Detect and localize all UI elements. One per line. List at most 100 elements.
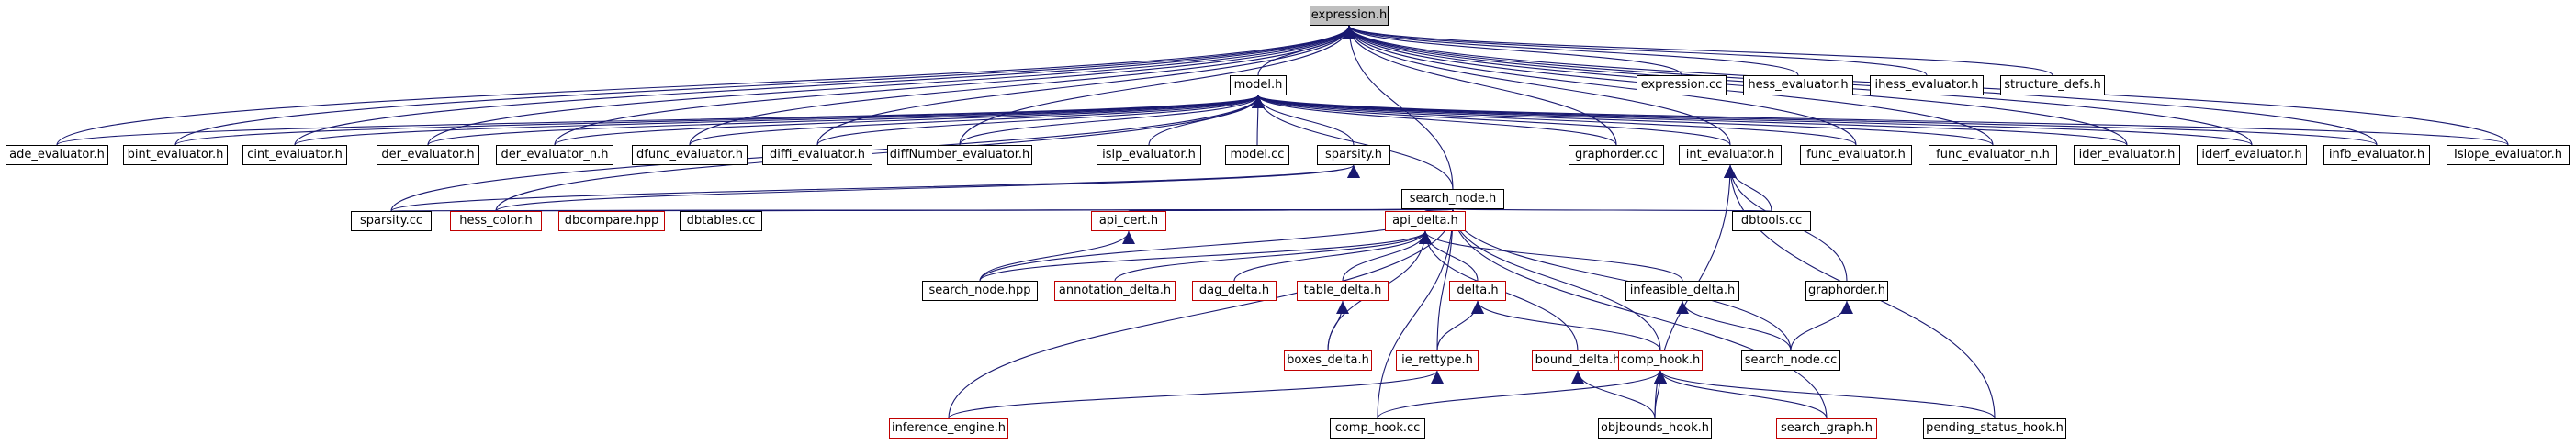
node-func-evaluator-n-h[interactable]: func_evaluator_n.h <box>1929 145 2057 165</box>
edge-objbounds_hook_h-to-bound_delta_h <box>1571 370 1656 419</box>
edge-inference_engine_h-to-search_node_h <box>948 208 1459 419</box>
node-structure-defs-h[interactable]: structure_defs.h <box>2000 75 2105 95</box>
node-expression-cc[interactable]: expression.cc <box>1637 75 1727 95</box>
edge-func_evaluator_h-to-model_h <box>1252 95 1857 146</box>
edge-comp_hook_cc-to-comp_hook_h <box>1377 370 1667 419</box>
node-cint-evaluator-h[interactable]: cint_evaluator.h <box>242 145 347 165</box>
node-islope-evaluator-h[interactable]: Islope_evaluator.h <box>2447 145 2570 165</box>
edge-bint_evaluator_h-to-model_h <box>174 95 1265 146</box>
edge-diffnumber_evaluator_h-to-model_h <box>959 95 1265 146</box>
edge-structure_defs_h-to-expression_h <box>1343 25 2053 76</box>
edge-graphorder_cc-to-expression_h <box>1343 25 1617 146</box>
node-dbcompare-hpp[interactable]: dbcompare.hpp <box>558 211 665 231</box>
node-search-node-hpp[interactable]: search_node.hpp <box>922 281 1038 301</box>
edge-diffi_evaluator_h-to-expression_h <box>816 25 1355 146</box>
node-ade-evaluator-h[interactable]: ade_evaluator.h <box>6 145 108 165</box>
node-sparsity-h[interactable]: sparsity.h <box>1317 145 1390 165</box>
node-bound-delta-h[interactable]: bound_delta.h <box>1532 350 1624 371</box>
node-hess-evaluator-h[interactable]: hess_evaluator.h <box>1743 75 1853 95</box>
edge-dag_delta_h-to-api_delta_h <box>1233 230 1432 282</box>
node-graphorder-h[interactable]: graphorder.h <box>1805 281 1888 301</box>
node-sparsity-cc[interactable]: sparsity.cc <box>351 211 432 231</box>
edge-ider_evaluator_h-to-expression_h <box>1343 25 2128 146</box>
node-api-delta-h[interactable]: api_delta.h <box>1385 211 1466 231</box>
node-search-node-cc[interactable]: search_node.cc <box>1741 350 1840 371</box>
edge-cint_evaluator_h-to-expression_h <box>294 25 1355 146</box>
edge-ihess_evaluator_h-to-expression_h <box>1343 25 1928 76</box>
edge-bint_evaluator_h-to-expression_h <box>174 25 1355 146</box>
node-infeasible-delta-h[interactable]: infeasible_delta.h <box>1625 281 1739 301</box>
node-inference-engine-h[interactable]: inference_engine.h <box>889 418 1008 439</box>
node-search-node-h[interactable]: search_node.h <box>1401 189 1504 209</box>
node-islp-evaluator-h[interactable]: islp_evaluator.h <box>1097 145 1201 165</box>
edge-infb_evaluator_h-to-expression_h <box>1343 25 2378 146</box>
node-comp-hook-h[interactable]: comp_hook.h <box>1618 350 1703 371</box>
edge-search_node_h-to-expression_h <box>1343 25 1454 190</box>
edge-dfunc_evaluator_h-to-model_h <box>689 95 1265 146</box>
edge-dbtools_cc-to-search_node_h <box>1450 208 1772 224</box>
edge-infb_evaluator_h-to-model_h <box>1252 95 2378 146</box>
node-table-delta-h[interactable]: table_delta.h <box>1297 281 1389 301</box>
edge-search_node_cc-to-infeasible_delta_h <box>1676 300 1792 351</box>
edge-infeasible_delta_h-to-api_delta_h <box>1419 230 1683 282</box>
node-int-evaluator-h[interactable]: int_evaluator.h <box>1679 145 1782 165</box>
edge-search_node_h-to-model_h <box>1252 95 1454 190</box>
node-iderf-evaluator-h[interactable]: iderf_evaluator.h <box>2197 145 2307 165</box>
node-objbounds-hook-h[interactable]: objbounds_hook.h <box>1598 418 1712 439</box>
node-bint-evaluator-h[interactable]: bint_evaluator.h <box>123 145 228 165</box>
edge-pending_status_hook_h-to-comp_hook_h <box>1654 370 1996 419</box>
node-diffnumber-evaluator-h[interactable]: diffNumber_evaluator.h <box>887 145 1032 165</box>
edge-ie_rettype_h-to-search_node_h <box>1436 208 1459 351</box>
edge-search_node_cc-to-graphorder_h <box>1790 300 1853 351</box>
edge-der_evaluator_n_h-to-model_h <box>554 95 1265 146</box>
node-delta-h[interactable]: delta.h <box>1449 281 1506 301</box>
edge-cint_evaluator_h-to-model_h <box>294 95 1265 146</box>
edge-islope_evaluator_h-to-model_h <box>1252 95 2509 146</box>
edge-int_evaluator_h-to-model_h <box>1252 95 1731 146</box>
node-diffi-evaluator-h[interactable]: diffi_evaluator.h <box>762 145 872 165</box>
node-expression-h[interactable]: expression.h <box>1310 6 1389 26</box>
edge-inference_engine_h-to-ie_rettype_h <box>948 370 1444 419</box>
edge-comp_hook_h-to-delta_h <box>1471 300 1661 351</box>
node-annotation-delta-h[interactable]: annotation_delta.h <box>1054 281 1176 301</box>
edge-hess_evaluator_h-to-expression_h <box>1343 25 1799 76</box>
node-ider-evaluator-h[interactable]: ider_evaluator.h <box>2074 145 2180 165</box>
edge-iderf_evaluator_h-to-model_h <box>1252 95 2253 146</box>
node-dbtools-cc[interactable]: dbtools.cc <box>1732 211 1811 231</box>
edge-ie_rettype_h-to-delta_h <box>1436 300 1484 351</box>
edge-search_node_cc-to-search_node_h <box>1446 208 1792 351</box>
edge-expression_cc-to-expression_h <box>1343 25 1682 76</box>
edge-search_node_hpp-to-api_delta_h <box>979 230 1432 282</box>
node-ihess-evaluator-h[interactable]: ihess_evaluator.h <box>1870 75 1984 95</box>
node-api-cert-h[interactable]: api_cert.h <box>1091 211 1166 231</box>
node-search-graph-h[interactable]: search_graph.h <box>1776 418 1877 439</box>
edge-search_graph_h-to-search_node_h <box>1446 208 1828 419</box>
edge-model_cc-to-model_h <box>1251 95 1265 146</box>
node-dbtables-cc[interactable]: dbtables.cc <box>680 211 762 231</box>
edge-func_evaluator_n_h-to-model_h <box>1252 95 1994 146</box>
edge-boxes_delta_h-to-table_delta_h <box>1327 300 1349 351</box>
node-boxes-delta-h[interactable]: boxes_delta.h <box>1284 350 1372 371</box>
edge-dbtools_cc-to-int_evaluator_h <box>1724 164 1772 212</box>
edge-ider_evaluator_h-to-model_h <box>1252 95 2128 146</box>
node-infb-evaluator-h[interactable]: infb_evaluator.h <box>2323 145 2430 165</box>
edge-comp_hook_h-to-search_node_h <box>1446 208 1661 351</box>
edge-search_node_hpp-to-api_cert_h <box>979 230 1135 282</box>
node-hess-color-h[interactable]: hess_color.h <box>450 211 542 231</box>
edge-hess_color_h-to-model_h <box>495 95 1265 212</box>
node-pending-status-hook-h[interactable]: pending_status_hook.h <box>1923 418 2066 439</box>
node-model-h[interactable]: model.h <box>1230 75 1287 95</box>
node-dag-delta-h[interactable]: dag_delta.h <box>1192 281 1277 301</box>
node-ie-rettype-h[interactable]: ie_rettype.h <box>1396 350 1479 371</box>
edge-sparsity_cc-to-sparsity_h <box>390 164 1360 212</box>
edge-func_evaluator_h-to-expression_h <box>1343 25 1857 146</box>
edge-api_cert_h-to-search_node_h <box>1128 208 1455 224</box>
node-der-evaluator-n-h[interactable]: der_evaluator_n.h <box>496 145 613 165</box>
node-graphorder-cc[interactable]: graphorder.cc <box>1569 145 1664 165</box>
node-model-cc[interactable]: model.cc <box>1225 145 1289 165</box>
node-dfunc-evaluator-h[interactable]: dfunc_evaluator.h <box>632 145 748 165</box>
node-comp-hook-cc[interactable]: comp_hook.cc <box>1330 418 1425 439</box>
node-func-evaluator-h[interactable]: func_evaluator.h <box>1800 145 1912 165</box>
node-der-evaluator-h[interactable]: der_evaluator.h <box>377 145 479 165</box>
